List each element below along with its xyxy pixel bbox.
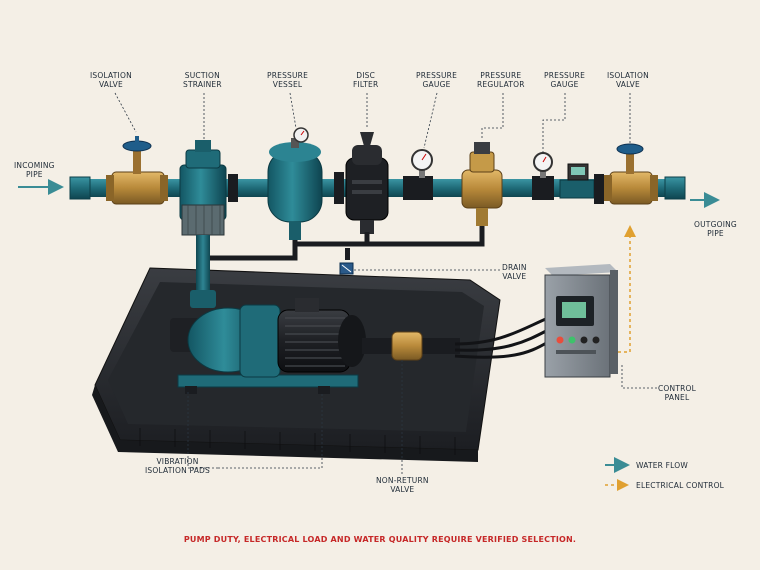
leader-lines (114, 92, 657, 474)
label-outgoing-pipe: OUTGOING PIPE (694, 220, 737, 238)
label-drain-valve: DRAIN VALVE (502, 263, 527, 281)
disc-filter[interactable] (334, 132, 389, 234)
label-isolation-valve-inlet: ISOLATION VALVE (90, 71, 132, 89)
label-disc-filter: DISC FILTER (353, 71, 379, 89)
flow-arrows (18, 179, 720, 208)
flow-meter[interactable] (559, 163, 604, 204)
pressure-gauge-1[interactable] (403, 149, 433, 200)
label-incoming-pipe: INCOMING PIPE (14, 161, 55, 179)
pump-motor-assembly[interactable] (170, 298, 366, 394)
label-pressure-vessel: PRESSURE VESSEL (267, 71, 309, 89)
label-control-panel: CONTROL PANEL (658, 384, 697, 402)
label-vibration-isolation-pads: VIBRATION ISOLATION PADS (145, 457, 210, 475)
drain-manifold (210, 226, 485, 261)
outlet-isolation-valve[interactable] (604, 143, 658, 205)
legend-water-flow-label: WATER FLOW (636, 461, 689, 470)
pressure-regulator[interactable] (461, 142, 503, 226)
control-panel[interactable] (544, 264, 618, 378)
control-cables (454, 316, 549, 359)
label-isolation-valve-outlet: ISOLATION VALVE (607, 71, 649, 89)
legend (605, 457, 630, 491)
label-suction-strainer: SUCTION STRAINER (183, 71, 222, 89)
pressure-vessel[interactable] (267, 127, 323, 240)
discharge-pipe (362, 338, 460, 354)
pressure-gauge-2[interactable] (532, 152, 554, 200)
label-pressure-gauge-2: PRESSURE GAUGE (544, 71, 586, 89)
non-return-valve[interactable] (391, 331, 423, 361)
electrical-control-line (618, 225, 636, 353)
label-pressure-regulator: PRESSURE REGULATOR (477, 71, 525, 89)
label-pressure-gauge-1: PRESSURE GAUGE (416, 71, 458, 89)
drain-valve[interactable] (339, 248, 354, 275)
label-non-return-valve: NON-RETURN VALVE (376, 476, 429, 494)
legend-electrical-control-label: ELECTRICAL CONTROL (636, 481, 725, 490)
warning-note: PUMP DUTY, ELECTRICAL LOAD AND WATER QUA… (183, 535, 577, 544)
inlet-isolation-valve[interactable] (106, 136, 168, 205)
suction-strainer[interactable] (179, 140, 238, 308)
